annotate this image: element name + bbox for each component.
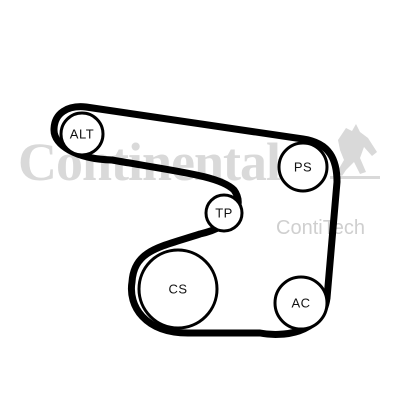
pulley-ps: PS bbox=[277, 141, 329, 193]
watermark: Continental ContiTech bbox=[18, 124, 380, 239]
watermark-underline bbox=[330, 176, 380, 179]
pulley-cs: CS bbox=[137, 248, 219, 330]
pulley-alt: ALT bbox=[59, 111, 105, 157]
pulley-tp-label: TP bbox=[215, 206, 233, 221]
pulley-ps-circle bbox=[277, 141, 329, 193]
pulley-alt-circle bbox=[59, 111, 105, 157]
pulley-ac: AC bbox=[273, 275, 329, 331]
pulley-ps-label: PS bbox=[294, 160, 312, 175]
pulley-cs-label: CS bbox=[168, 282, 187, 297]
pulley-alt-label: ALT bbox=[70, 127, 94, 142]
horse-icon bbox=[337, 124, 377, 176]
watermark-sub: ContiTech bbox=[276, 217, 365, 239]
pulley-tp: TP bbox=[204, 193, 244, 233]
pulley-ac-circle bbox=[273, 275, 329, 331]
pulley-ac-label: AC bbox=[291, 296, 310, 311]
pulley-tp-circle bbox=[204, 193, 244, 233]
pulley-cs-circle bbox=[137, 248, 219, 330]
